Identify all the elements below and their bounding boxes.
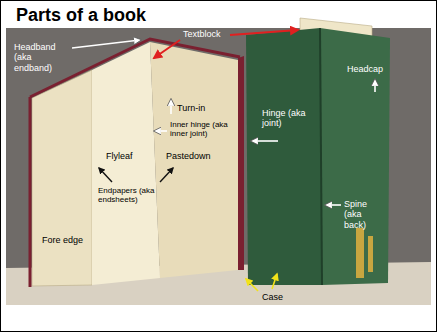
flyleaf [92, 42, 160, 285]
spine-lettering [356, 228, 364, 278]
part-label: Case [262, 292, 283, 302]
slide-title: Parts of a book [16, 5, 146, 26]
cover-edge [29, 97, 32, 287]
part-label: Pastedown [166, 151, 211, 161]
leader-arrow [99, 168, 112, 182]
wall [6, 28, 431, 305]
part-label: Turn-in [177, 103, 205, 113]
cover-edge [30, 39, 240, 97]
leader-arrow [160, 168, 173, 182]
leader-arrow [170, 100, 172, 114]
fore-edge [32, 70, 92, 286]
leader-arrow [326, 204, 341, 206]
leader-arrow [246, 279, 258, 291]
hinge-line [320, 28, 322, 285]
part-label: Headband (aka endband) [14, 42, 72, 73]
part-label: Inner hinge (aka inner joint) [170, 120, 236, 138]
front-cover [246, 28, 322, 285]
part-label: Spine (aka back) [344, 199, 386, 230]
pastedown [150, 42, 238, 278]
part-label: Hinge (aka joint) [262, 108, 314, 129]
part-label: Textblock [183, 29, 221, 39]
part-label: Headcap [347, 64, 383, 74]
leader-arrow [252, 140, 278, 142]
part-label: Fore edge [42, 235, 83, 245]
leader-arrow [230, 30, 298, 35]
leader-arrow [154, 40, 180, 58]
part-label: Endpapers (aka endsheets) [98, 186, 164, 204]
spine [320, 28, 390, 285]
cover-board [238, 56, 244, 270]
leader-arrow [155, 130, 167, 132]
part-label: Flyleaf [106, 151, 133, 161]
leader-arrow [272, 274, 277, 289]
leader-arrow [72, 40, 140, 48]
leader-arrow [374, 80, 376, 92]
spine-lettering [368, 236, 373, 272]
